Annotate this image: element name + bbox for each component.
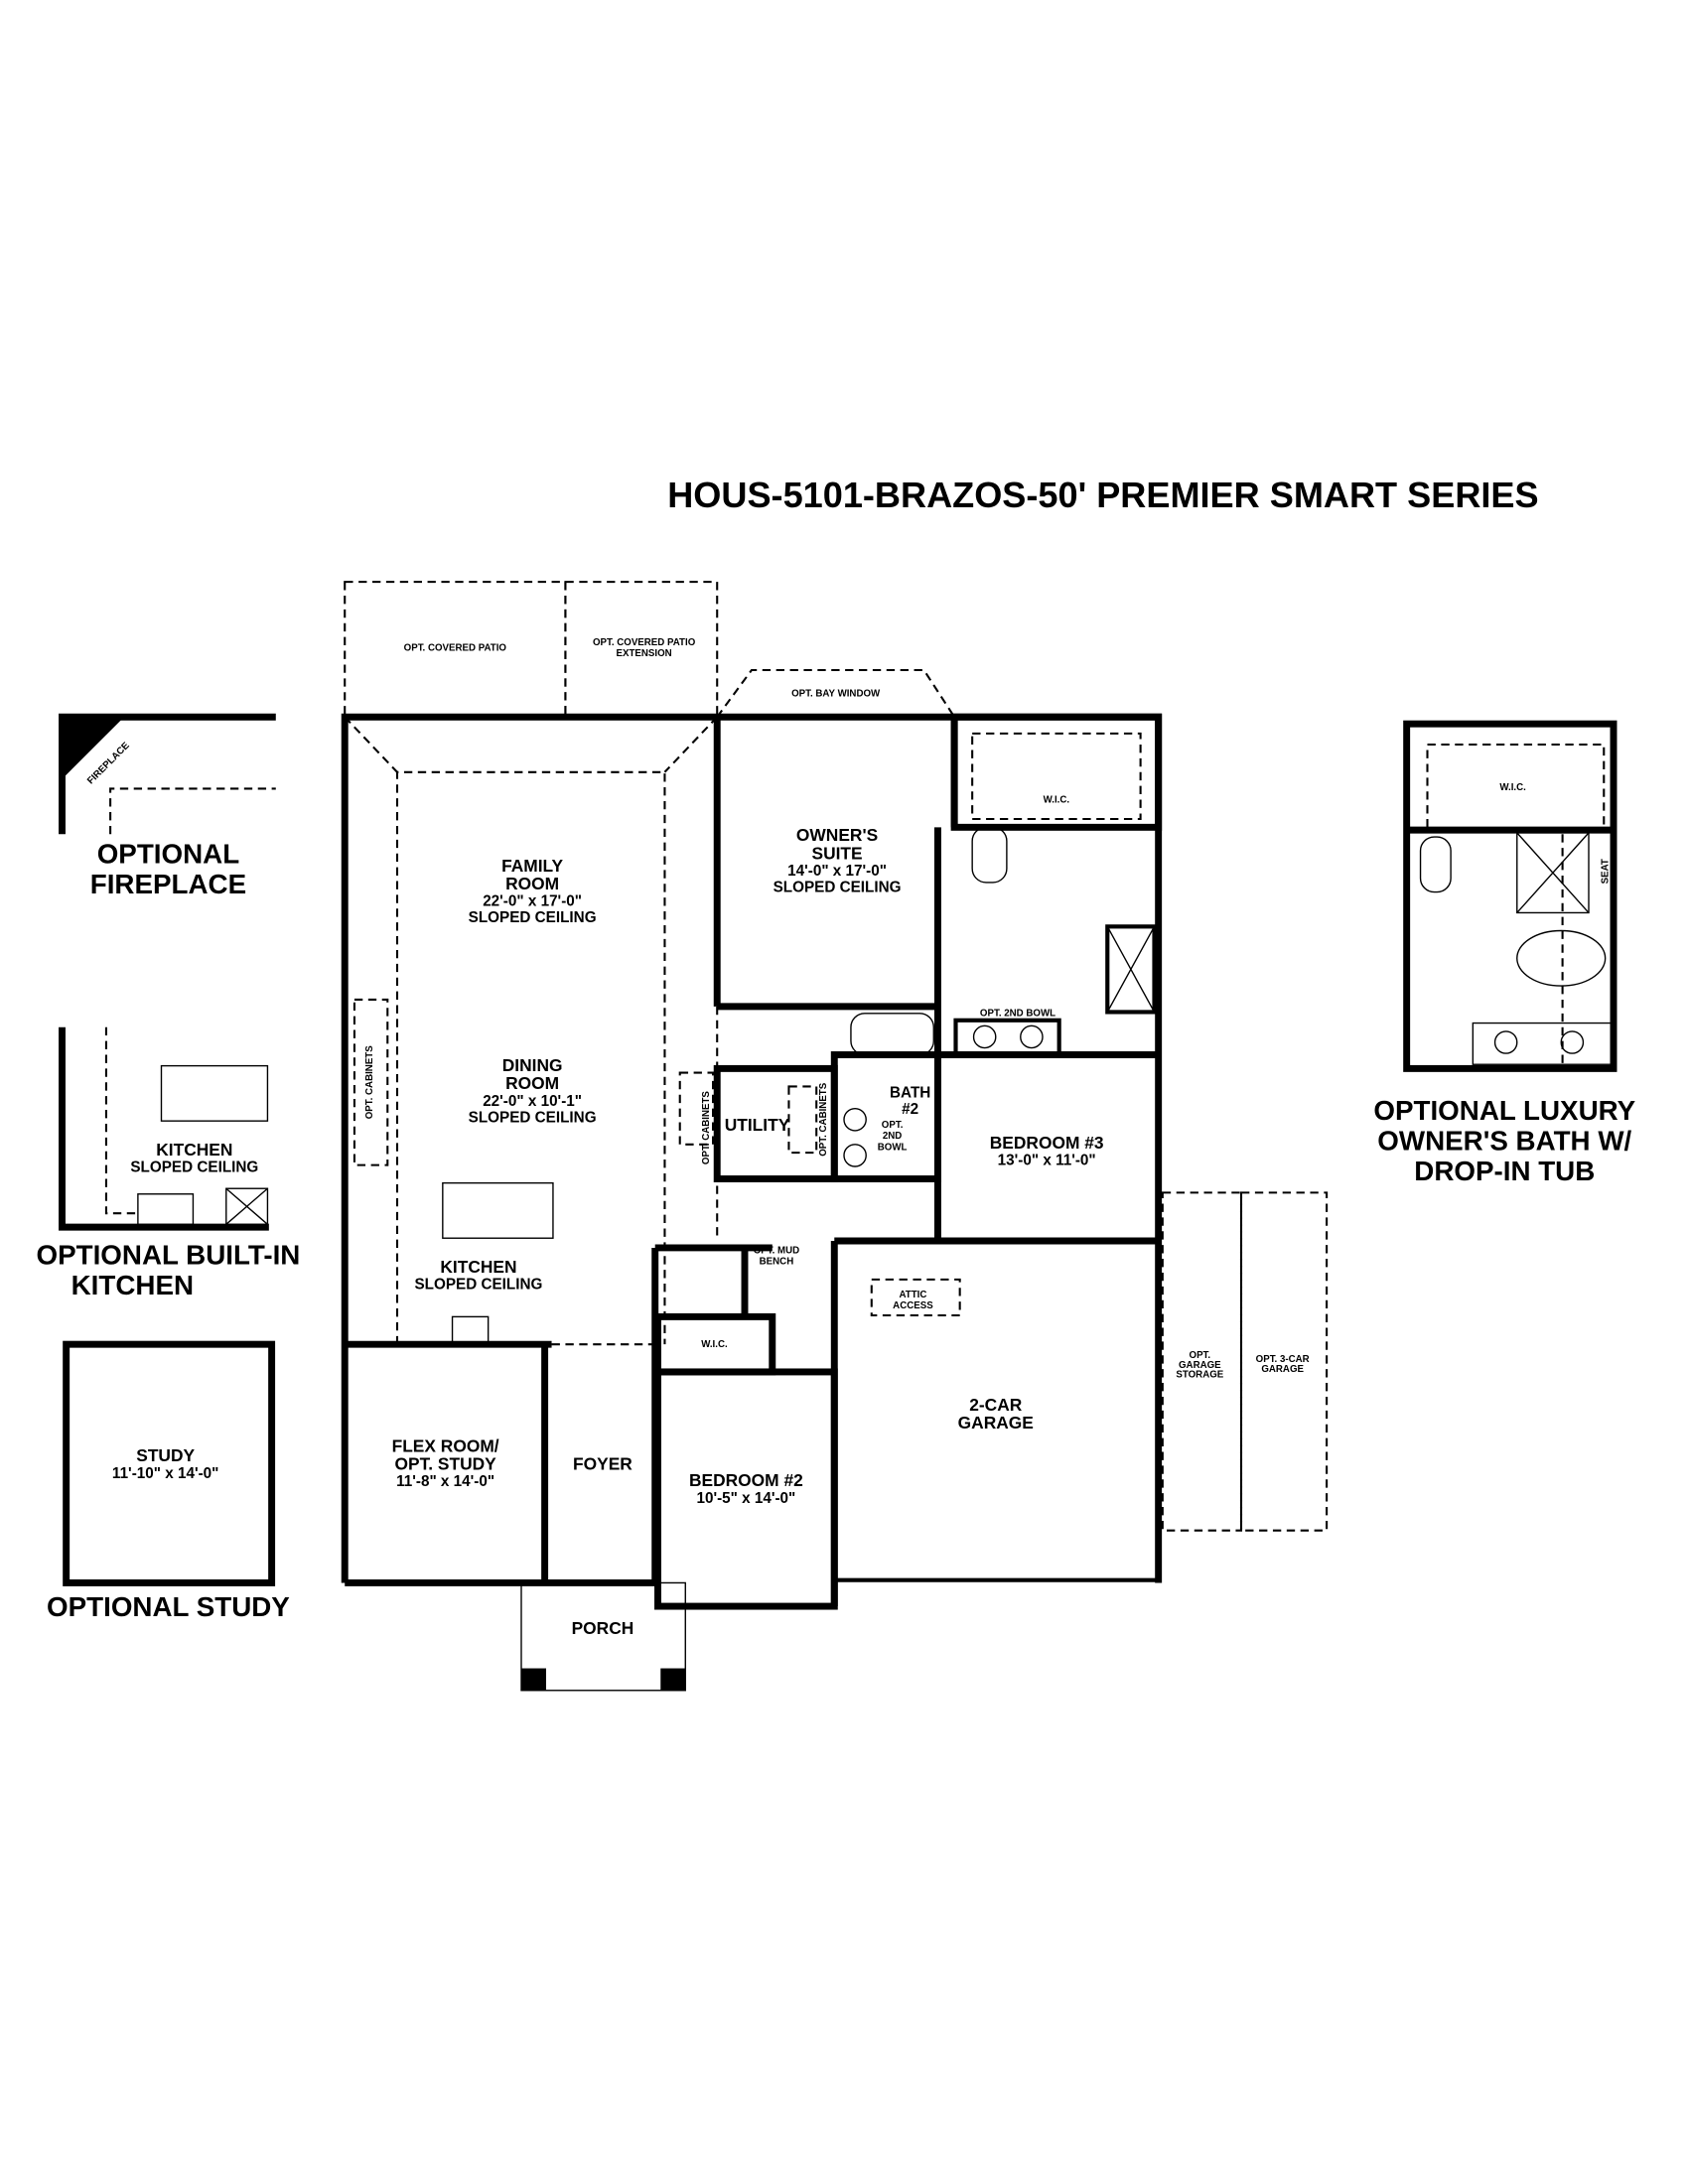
svg-text:SLOPED CEILING: SLOPED CEILING [774,880,902,896]
svg-text:OPT. CABINETS: OPT. CABINETS [818,1082,829,1156]
svg-text:2ND: 2ND [883,1131,902,1142]
svg-text:14'-0" x 17'-0": 14'-0" x 17'-0" [787,863,887,880]
foyer-label: FOYER [573,1454,633,1474]
flex-room-label: FLEX ROOM/ [392,1436,499,1456]
svg-text:SLOPED CEILING: SLOPED CEILING [469,909,597,926]
plan-title: HOUS-5101-BRAZOS-50' PREMIER SMART SERIE… [667,475,1538,515]
utility-label: UTILITY [725,1115,790,1135]
svg-text:STUDY: STUDY [136,1445,195,1465]
svg-text:OPT. BAY WINDOW: OPT. BAY WINDOW [791,688,881,699]
bedroom2-label: BEDROOM #2 [689,1470,803,1490]
svg-text:OPT. COVERED PATIO: OPT. COVERED PATIO [404,643,507,654]
svg-text:OPT. STUDY: OPT. STUDY [394,1454,496,1474]
svg-text:W.I.C.: W.I.C. [1499,782,1526,793]
svg-text:OPT. 3-CAR: OPT. 3-CAR [1256,1354,1310,1365]
svg-text:13'-0" x 11'-0": 13'-0" x 11'-0" [998,1153,1096,1169]
svg-text:OPT.: OPT. [882,1120,904,1131]
ceiling-line [395,770,666,1345]
optional-luxury-bath: W.I.C. SEAT OPTIONAL LUXURY OWNER'S BATH… [1373,720,1636,1186]
svg-text:OPTIONAL BUILT-IN: OPTIONAL BUILT-IN [37,1240,301,1271]
svg-text:OPT. CABINETS: OPT. CABINETS [701,1091,712,1164]
svg-text:KITCHEN: KITCHEN [156,1140,232,1160]
shower [1105,924,1157,1015]
svg-text:GARAGE: GARAGE [1179,1360,1221,1371]
svg-text:FIREPLACE: FIREPLACE [90,869,246,899]
room-labels: OPT. COVERED PATIO OPT. COVERED PATIO EX… [364,637,1310,1638]
dining-room-label: DINING [502,1055,563,1075]
bay-window-outline [716,668,955,718]
svg-text:GARAGE: GARAGE [1261,1364,1304,1375]
svg-text:OPTIONAL STUDY: OPTIONAL STUDY [47,1591,290,1622]
bath2-label: BATH [890,1085,930,1102]
garage-label: 2-CAR [969,1395,1023,1415]
svg-text:22'-0" x 17'-0": 22'-0" x 17'-0" [483,892,582,909]
svg-text:10'-5" x 14'-0": 10'-5" x 14'-0" [696,1490,795,1507]
svg-text:KITCHEN: KITCHEN [71,1270,194,1300]
svg-text:DROP-IN TUB: DROP-IN TUB [1414,1156,1595,1186]
svg-text:STORAGE: STORAGE [1176,1370,1223,1381]
svg-text:EXTENSION: EXTENSION [617,648,672,659]
bathtub [850,1013,934,1056]
owners-suite-label: OWNER'S [796,825,878,845]
vanity [953,1018,1061,1057]
svg-text:11'-10" x 14'-0": 11'-10" x 14'-0" [112,1465,218,1482]
svg-text:SLOPED CEILING: SLOPED CEILING [469,1110,597,1127]
svg-text:OPTIONAL: OPTIONAL [97,838,239,869]
svg-text:OPT. COVERED PATIO: OPT. COVERED PATIO [593,637,696,648]
svg-text:ATTIC: ATTIC [899,1290,926,1300]
svg-text:BENCH: BENCH [760,1257,794,1268]
toilet [971,826,1008,884]
svg-text:OPTIONAL LUXURY: OPTIONAL LUXURY [1373,1095,1635,1126]
svg-text:BOWL: BOWL [878,1142,908,1153]
svg-text:W.I.C.: W.I.C. [1044,794,1070,805]
svg-text:SUITE: SUITE [811,843,862,863]
svg-text:W.I.C.: W.I.C. [701,1339,728,1350]
svg-text:ROOM: ROOM [505,874,559,893]
svg-text:ACCESS: ACCESS [893,1300,933,1311]
svg-text:OPT. CABINETS: OPT. CABINETS [364,1045,375,1119]
svg-text:#2: #2 [902,1101,918,1118]
exterior-wall [341,713,1163,1583]
optional-study: STUDY 11'-10" x 14'-0" OPTIONAL STUDY [47,1340,290,1622]
svg-text:22'-0" x 10'-1": 22'-0" x 10'-1" [483,1093,582,1110]
range [451,1315,490,1345]
main-plan [341,581,1329,1692]
svg-text:11'-8" x 14'-0": 11'-8" x 14'-0" [396,1473,494,1490]
svg-text:OWNER'S BATH W/: OWNER'S BATH W/ [1377,1125,1631,1156]
family-room-label: FAMILY [501,856,563,876]
svg-text:SLOPED CEILING: SLOPED CEILING [130,1160,258,1176]
svg-text:ROOM: ROOM [505,1073,559,1093]
optional-fireplace: FIREPLACE OPTIONAL FIREPLACE [59,713,276,899]
svg-text:OPT. 2ND BOWL: OPT. 2ND BOWL [980,1009,1055,1020]
porch-label: PORCH [572,1618,634,1638]
optional-built-in-kitchen: KITCHEN SLOPED CEILING OPTIONAL BUILT-IN… [37,1026,301,1300]
svg-text:OPT.: OPT. [1190,1350,1211,1361]
bedroom3-label: BEDROOM #3 [990,1133,1104,1153]
svg-text:OPT. MUD: OPT. MUD [754,1246,799,1257]
svg-text:SEAT: SEAT [1600,859,1611,884]
svg-text:GARAGE: GARAGE [958,1413,1034,1433]
svg-text:SLOPED CEILING: SLOPED CEILING [414,1277,542,1294]
kitchen-label: KITCHEN [440,1257,516,1277]
covered-patio-outline [344,581,567,719]
kitchen-island [442,1181,554,1239]
